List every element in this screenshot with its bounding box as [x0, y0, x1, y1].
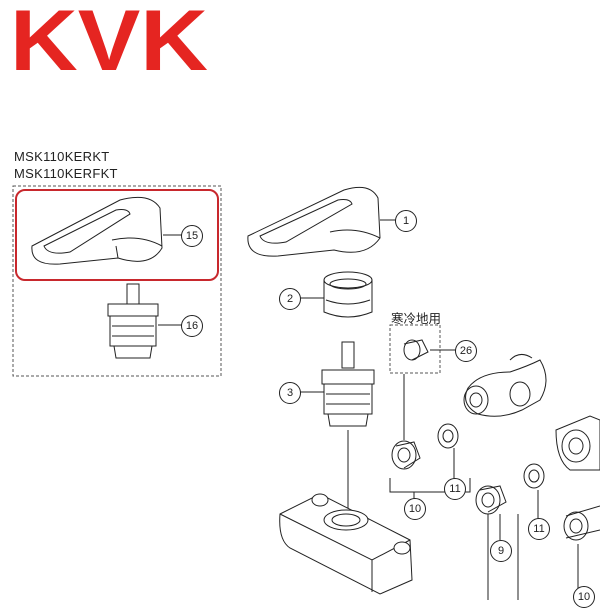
part-16-cartridge: [107, 283, 159, 359]
callout-9: 9: [490, 540, 512, 562]
mixer-valve-body: [279, 493, 413, 595]
part-3-cartridge: [321, 341, 375, 427]
union-fitting-right: [555, 415, 600, 471]
strainer-fitting-right: [563, 505, 600, 541]
model-name-1: MSK110KERKT: [14, 149, 110, 164]
callout-16: 16: [181, 315, 203, 337]
cold-region-label: 寒冷地用: [391, 312, 442, 326]
callout-3: 3: [279, 382, 301, 404]
callout-26: 26: [455, 340, 477, 362]
wall-elbow-union: [463, 354, 547, 417]
kvk-logo: KVK: [10, 4, 208, 76]
part-15-highlight: [15, 189, 219, 281]
callout-10: 10: [404, 498, 426, 520]
variant-parts-box: [12, 185, 222, 377]
part-9-check-valve: [475, 485, 507, 515]
part-2-nut: [323, 271, 373, 318]
part-11-gasket-lower: [523, 463, 545, 489]
callout-2: 2: [279, 288, 301, 310]
part-1-lever-handle: [247, 186, 381, 257]
callout-15: 15: [181, 225, 203, 247]
part-10-check-valve-upper: [391, 440, 421, 470]
callout-11-upper: 11: [444, 478, 466, 500]
part-15-lever-handle: [31, 196, 163, 265]
callout-10-partial: 10: [573, 586, 595, 608]
callout-11-lower: 11: [528, 518, 550, 540]
model-name-2: MSK110KERFKT: [14, 166, 118, 181]
callout-1: 1: [395, 210, 417, 232]
part-26-valve: [403, 339, 429, 361]
cold-region-parts-box: [389, 324, 441, 374]
part-11-gasket-upper: [437, 423, 459, 449]
kvk-logo-text: KVK: [10, 4, 208, 76]
